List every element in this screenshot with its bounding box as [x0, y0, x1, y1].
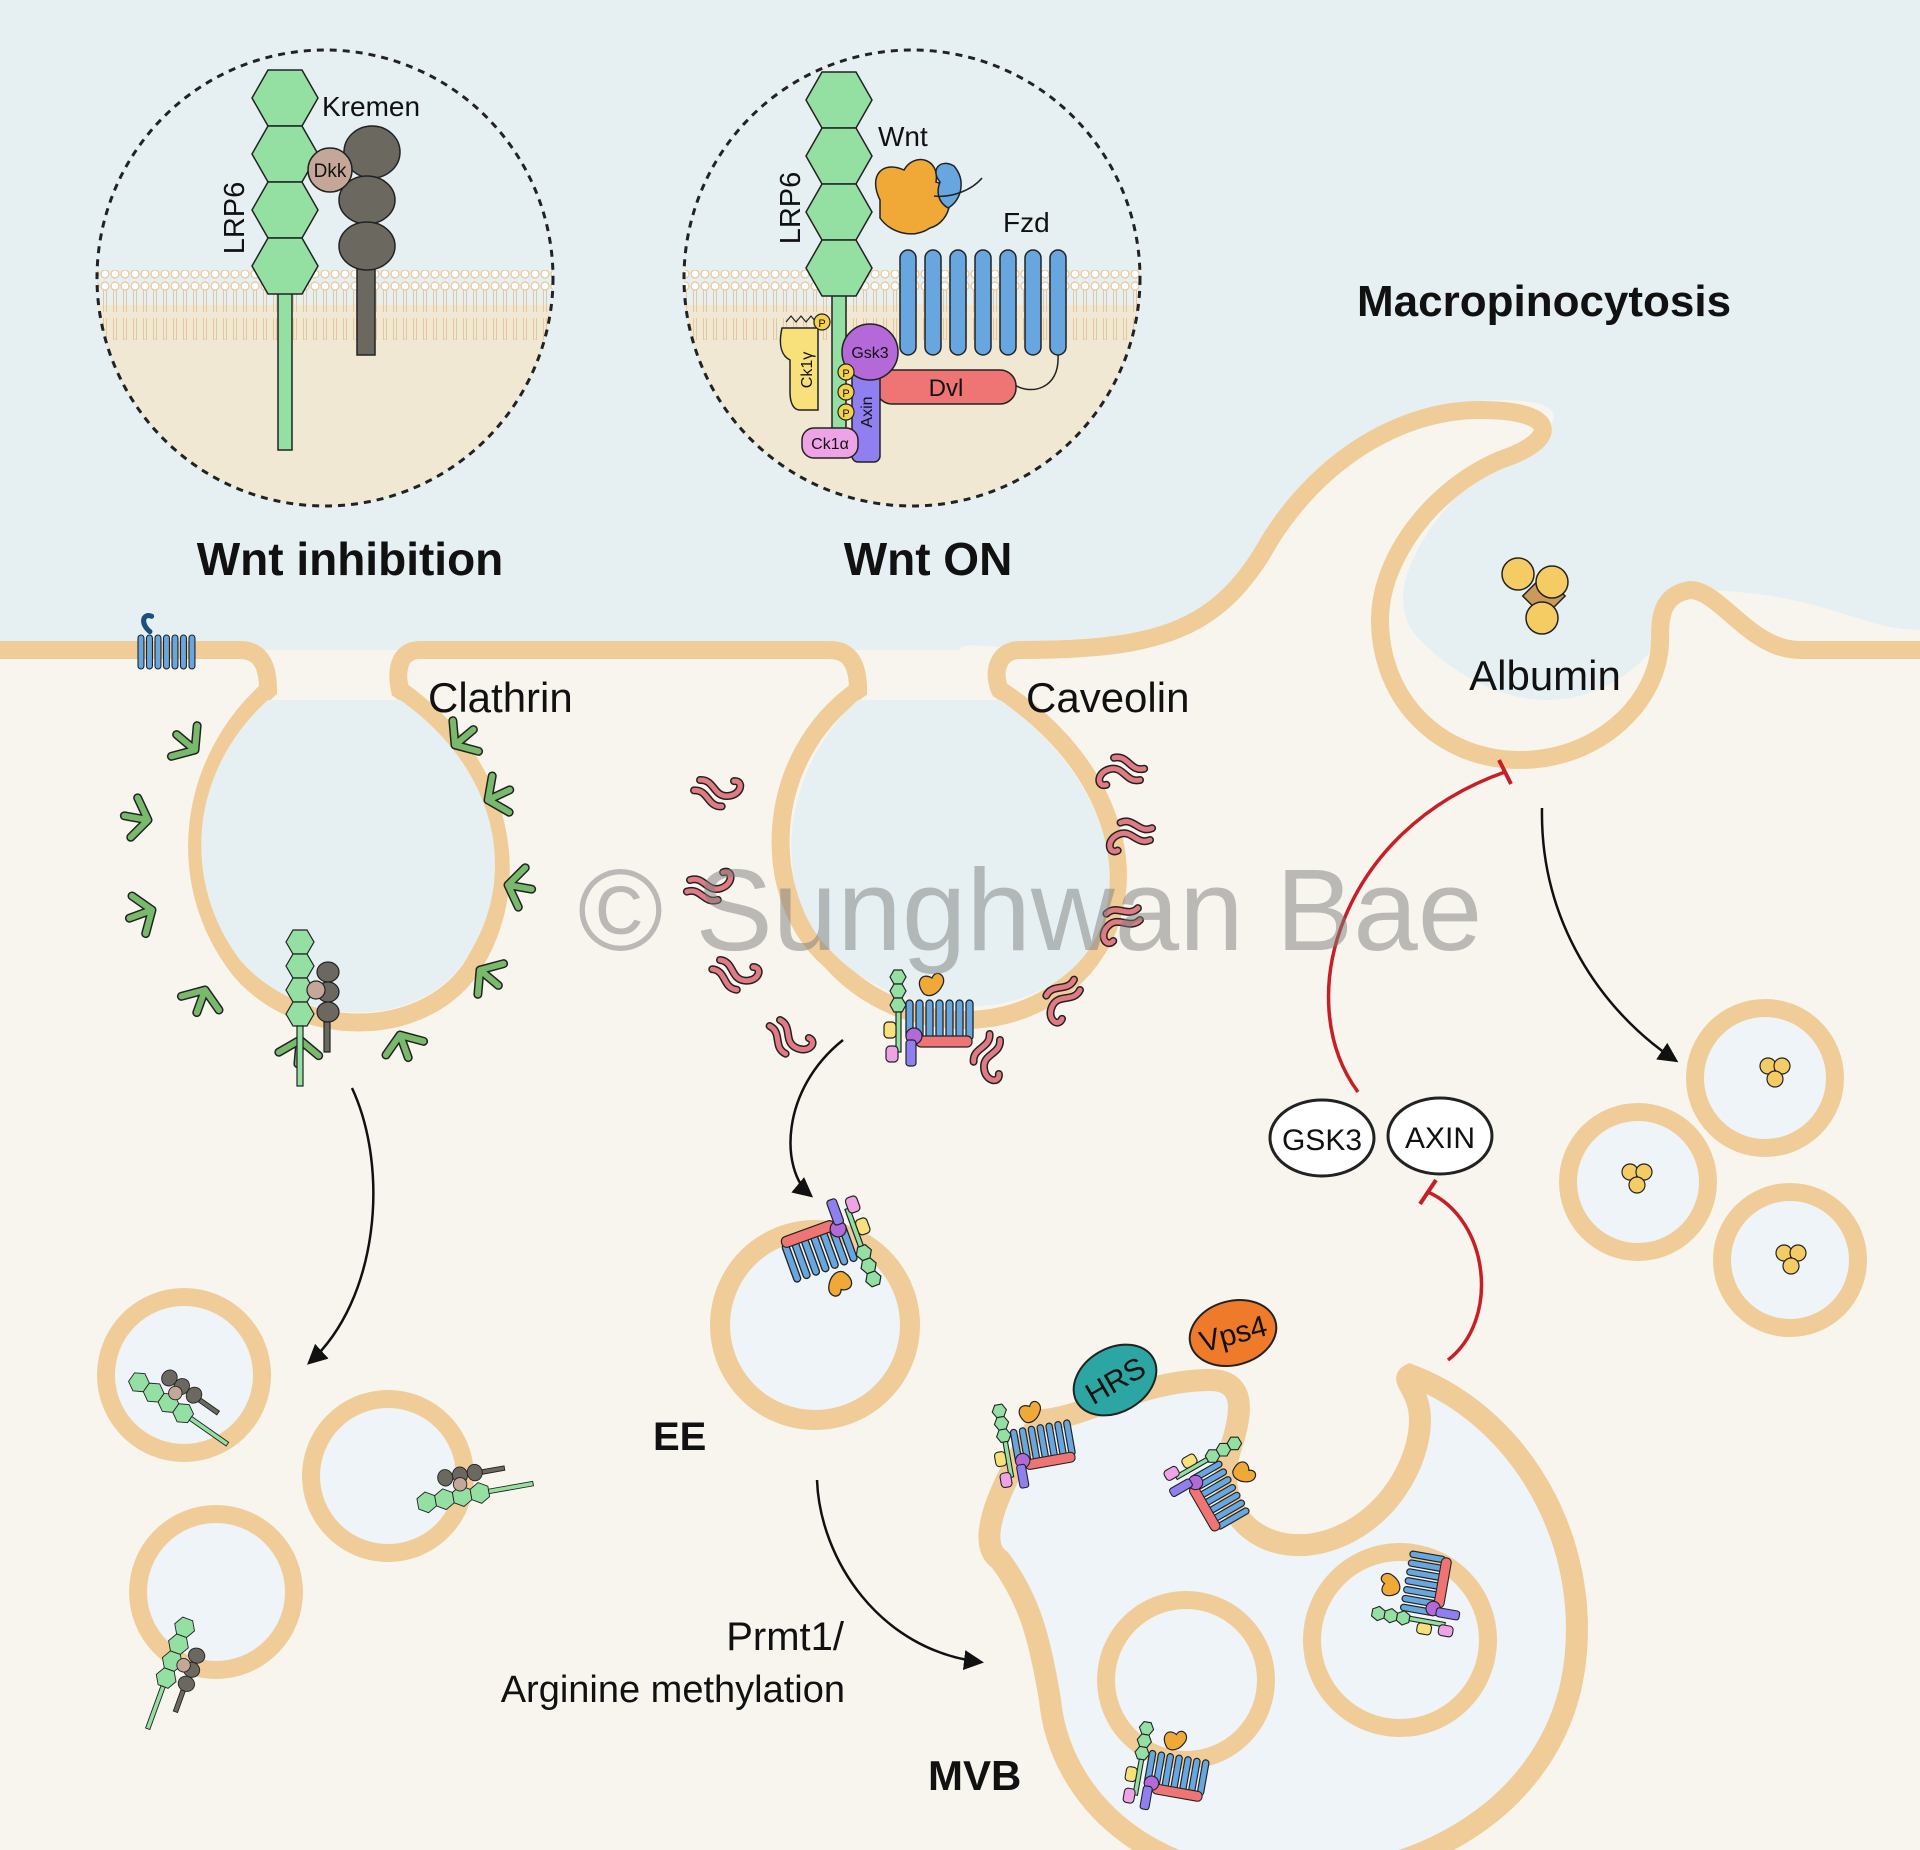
phospho-label-1: P: [818, 318, 825, 330]
arrow-macropinosome-to-vesicles: [1540, 807, 1679, 1063]
caveolin-label: Caveolin: [1026, 674, 1189, 721]
wnt-inhibition-title: Wnt inhibition: [197, 533, 504, 585]
inhibition-arrow-to-macropinocytosis: [1326, 770, 1506, 1094]
macropinosomes: [1559, 999, 1867, 1337]
caveolin-pit-lumen: [791, 700, 1110, 1007]
arrow-ee-to-mvb: [815, 1479, 984, 1671]
macropinocytosis-title: Macropinocytosis: [1357, 277, 1731, 326]
gsk3-label: Gsk3: [851, 345, 888, 362]
kremen-label: Kremen: [322, 91, 420, 122]
ck1g-label: Ck1γ: [799, 352, 816, 388]
phospho-label-2: P: [842, 368, 849, 380]
dvl-label: Dvl: [929, 375, 964, 402]
plasma-membrane: [0, 400, 1920, 1032]
ck1a-protein: [801, 427, 859, 459]
phospho-label-3: P: [842, 388, 849, 400]
gsk3-badge: GSK3: [1268, 1098, 1376, 1178]
mvb-label: MVB: [928, 1752, 1021, 1799]
wnt-inhibition-inset: Dkk LRP6 Kremen: [95, 48, 555, 508]
watermark: © Sunghwan Bae: [578, 845, 1483, 975]
gsk3-protein: [841, 323, 899, 381]
axin-badge: AXIN: [1386, 1096, 1494, 1176]
hrs-badge: HRS: [1072, 1343, 1158, 1417]
inhibition-arrow-to-axin: [1427, 1190, 1484, 1362]
fzd-receptor: [899, 249, 1067, 391]
svg-text:AXIN: AXIN: [1405, 1122, 1475, 1155]
arrow-caveolin-to-ee: [789, 1039, 844, 1198]
axin-label: Axin: [859, 396, 876, 427]
lrp6-label: LRP6: [219, 182, 251, 255]
wnt-on-title: Wnt ON: [844, 533, 1013, 585]
wnt-label: Wnt: [878, 121, 928, 152]
wnt-ligand: [874, 158, 951, 235]
svg-text:GSK3: GSK3: [1282, 1124, 1362, 1157]
clathrin-label: Clathrin: [428, 674, 573, 721]
albumin-label: Albumin: [1469, 652, 1621, 699]
ck1a-label: Ck1α: [811, 436, 849, 453]
lipid-bilayer: [97, 270, 553, 340]
ck1g-protein: [779, 327, 819, 411]
arrow-clathrin-to-vesicles: [307, 1087, 375, 1365]
phospho-label-4: P: [842, 408, 849, 420]
dkk-protein: [307, 147, 353, 193]
fzd-label: Fzd: [1003, 207, 1050, 238]
intraluminal-vesicle: [1303, 1543, 1497, 1737]
dkk-label: Dkk: [314, 161, 347, 182]
clathrin-vesicles: [97, 1288, 536, 1740]
ee-label: EE: [653, 1415, 706, 1459]
prmt1-label: Prmt1/: [726, 1615, 845, 1659]
vps4-badge: Vps4: [1188, 1299, 1278, 1367]
arginine-methylation-label: Arginine methylation: [501, 1669, 845, 1711]
albumin-icon: [1501, 557, 1569, 635]
clathrin-pit-lumen: [201, 700, 496, 1013]
lrp6-label: LRP6: [775, 172, 807, 245]
fzd-receptor-icon: [137, 613, 196, 670]
